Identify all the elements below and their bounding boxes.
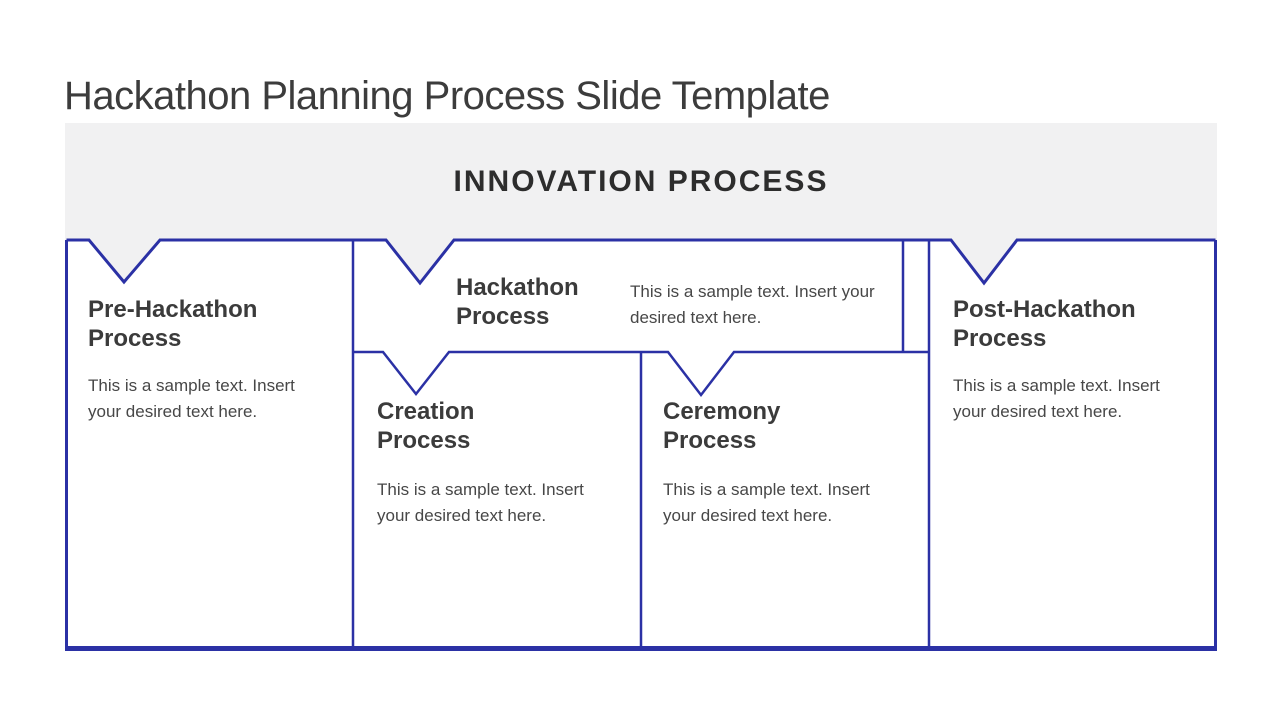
diagram-top-border: [66, 238, 1216, 286]
section-body-post-hackathon: This is a sample text. Insert your desir…: [953, 376, 1160, 421]
hackathon-notch-icon: [386, 238, 454, 283]
section-body-pre-hackathon: This is a sample text. Insert your desir…: [88, 376, 295, 421]
diagram-middle-divider: [353, 350, 929, 398]
pre-hackathon-notch-icon: [89, 238, 160, 282]
post-hackathon-notch-icon: [951, 238, 1017, 283]
section-body-creation: This is a sample text. Insert your desir…: [377, 480, 584, 525]
section-title-ceremony: Ceremony Process: [663, 398, 781, 454]
section-title-pre-hackathon: Pre-Hackathon Process: [88, 296, 258, 352]
process-diagram: [65, 238, 1217, 651]
section-body-hackathon: This is a sample text. Insert your desir…: [630, 282, 875, 327]
section-title-post-hackathon: Post-Hackathon Process: [953, 296, 1136, 352]
banner-title: INNOVATION PROCESS: [453, 164, 829, 198]
section-body-ceremony: This is a sample text. Insert your desir…: [663, 480, 870, 525]
innovation-process-banner: INNOVATION PROCESS: [65, 123, 1217, 240]
slide-title: Hackathon Planning Process Slide Templat…: [64, 73, 830, 118]
section-title-hackathon: Hackathon Process: [456, 274, 579, 330]
section-title-creation: Creation Process: [377, 398, 475, 454]
